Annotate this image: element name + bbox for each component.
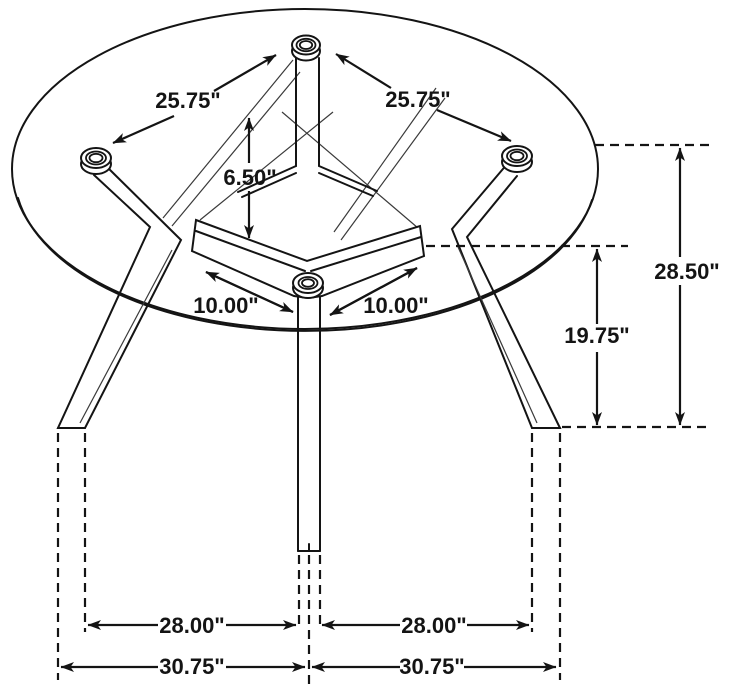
glass-top — [11, 8, 599, 332]
support-brace — [190, 218, 426, 300]
label-top-left-span: 25.75" — [155, 88, 220, 113]
dimension-labels: 25.75" 25.75" 6.50" 10.00" 10.00" 28.50"… — [155, 87, 719, 679]
extension-lines — [56, 143, 710, 688]
hub-connector-puck — [292, 272, 324, 299]
label-glass-to-brace-gap: 6.50" — [223, 165, 276, 190]
rear-leg-blades — [162, 59, 446, 241]
label-brace-arm-left: 10.00" — [193, 293, 258, 318]
left-leg — [56, 162, 183, 429]
mounting-puck-top — [291, 34, 321, 62]
label-top-right-span: 25.75" — [385, 87, 450, 112]
right-leg — [450, 162, 562, 429]
label-feet-outer-left: 30.75" — [159, 654, 224, 679]
label-feet-inner-right: 28.00" — [401, 613, 466, 638]
mounting-puck-right — [501, 145, 533, 173]
glass-edge-thickness — [17, 197, 593, 332]
label-feet-inner-left: 28.00" — [159, 613, 224, 638]
label-brace-arm-right: 10.00" — [363, 293, 428, 318]
label-overall-height: 28.50" — [654, 259, 719, 284]
label-feet-outer-right: 30.75" — [399, 654, 464, 679]
center-leg-column — [237, 57, 378, 552]
dimension-arrows — [60, 53, 685, 672]
mounting-puck-left — [80, 147, 112, 175]
label-floor-to-brace: 19.75" — [564, 323, 629, 348]
